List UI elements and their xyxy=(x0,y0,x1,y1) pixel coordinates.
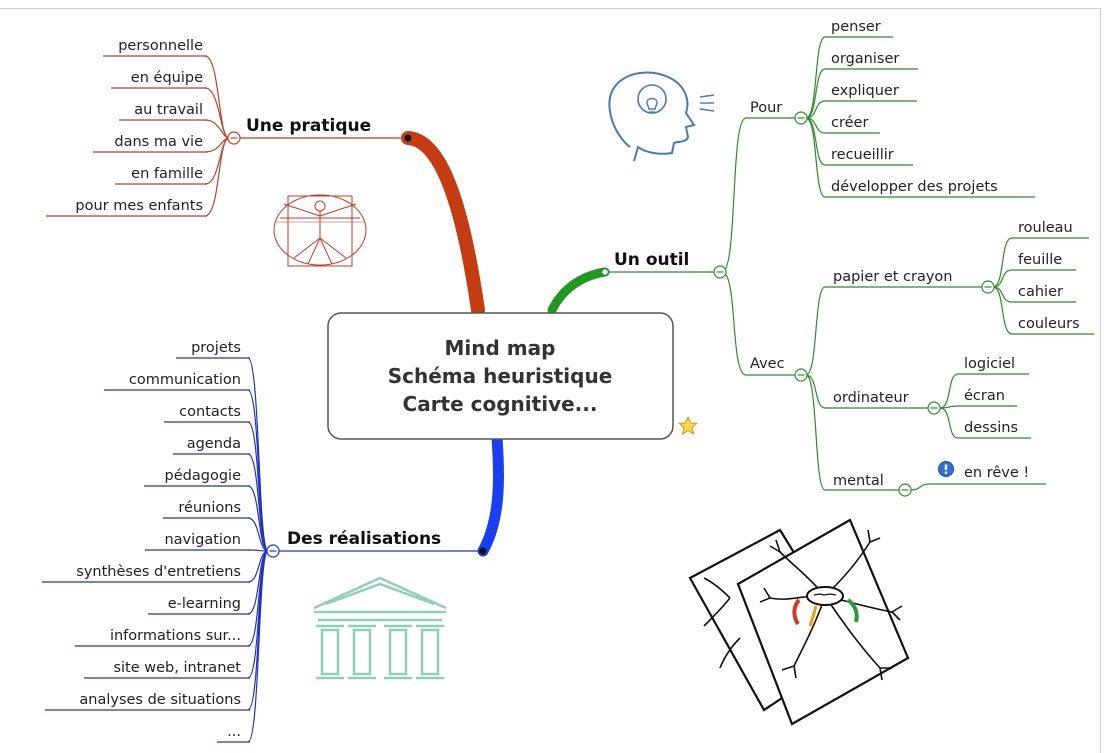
list-item[interactable]: rouleau xyxy=(1018,220,1073,236)
collapse-toggle-outil[interactable] xyxy=(713,265,727,279)
list-item[interactable]: en équipe xyxy=(131,70,203,86)
mindmap-papers-icon xyxy=(688,518,910,726)
list-item[interactable]: organiser xyxy=(831,51,899,67)
vitruvian-man-icon xyxy=(273,194,367,267)
list-item[interactable]: site web, intranet xyxy=(113,660,241,676)
collapse-toggle-pratique[interactable] xyxy=(227,131,241,145)
branch-label-pratique[interactable]: Une pratique xyxy=(246,116,371,136)
list-item[interactable]: créer xyxy=(831,115,868,131)
central-line-1: Mind map xyxy=(445,336,556,360)
list-item[interactable]: dans ma vie xyxy=(114,134,203,150)
list-item[interactable]: agenda xyxy=(187,436,241,452)
branch-connector-realisations xyxy=(477,432,505,557)
list-item[interactable]: pour mes enfants xyxy=(75,198,203,214)
branch-outil: Un outil Pour penser organ xyxy=(601,19,1094,497)
list-item[interactable]: navigation xyxy=(164,532,241,548)
collapse-toggle-ordinateur[interactable] xyxy=(927,401,941,415)
list-item[interactable]: pédagogie xyxy=(165,468,242,484)
list-item[interactable]: ... xyxy=(227,724,241,740)
note-en-reve[interactable]: en rêve ! xyxy=(964,465,1029,481)
temple-icon xyxy=(313,576,447,680)
list-item[interactable]: au travail xyxy=(134,102,203,118)
list-item[interactable]: communication xyxy=(129,372,241,388)
branch-anchor-dot xyxy=(404,134,412,142)
branch-anchor-dot xyxy=(479,547,487,555)
list-item[interactable]: recueillir xyxy=(831,147,894,163)
collapse-toggle-avec[interactable] xyxy=(794,368,808,382)
star-icon xyxy=(677,415,699,436)
branch-realisations: Des réalisations xyxy=(42,340,487,743)
list-item[interactable]: e-learning xyxy=(168,596,241,612)
branch-anchor-dot xyxy=(601,268,609,276)
central-line-2: Schéma heuristique xyxy=(388,364,613,388)
subtopic-papier[interactable]: papier et crayon xyxy=(833,269,953,285)
branch-pratique: Une pratique personnelle en équipe au tr… xyxy=(46,38,412,217)
subtopic-mental[interactable]: mental xyxy=(833,473,884,489)
info-icon xyxy=(938,461,954,477)
central-topic[interactable]: Mind map Schéma heuristique Carte cognit… xyxy=(327,312,674,440)
list-item[interactable]: en famille xyxy=(131,166,203,182)
list-item[interactable]: cahier xyxy=(1018,284,1063,300)
collapse-toggle-pour[interactable] xyxy=(794,111,808,125)
list-item[interactable]: informations sur... xyxy=(110,628,241,644)
list-item[interactable]: penser xyxy=(831,19,881,35)
list-item[interactable]: personnelle xyxy=(118,38,203,54)
subtopic-ordinateur[interactable]: ordinateur xyxy=(833,390,909,406)
collapse-toggle-realisations[interactable] xyxy=(266,544,280,558)
branch-label-outil[interactable]: Un outil xyxy=(614,250,689,270)
list-item[interactable]: couleurs xyxy=(1018,316,1080,332)
head-lightbulb-icon xyxy=(608,71,715,162)
branch-connector-pratique xyxy=(401,131,485,317)
branch-connector-outil xyxy=(547,267,610,315)
collapse-toggle-papier[interactable] xyxy=(981,280,995,294)
canvas-frame xyxy=(0,8,1101,753)
list-item[interactable]: contacts xyxy=(179,404,241,420)
collapse-toggle-mental[interactable] xyxy=(898,483,912,497)
central-line-3: Carte cognitive... xyxy=(403,392,598,416)
list-item[interactable]: logiciel xyxy=(964,356,1015,372)
list-item[interactable]: réunions xyxy=(178,500,241,516)
list-item[interactable]: dessins xyxy=(964,420,1018,436)
list-item[interactable]: écran xyxy=(964,388,1005,404)
list-item[interactable]: projets xyxy=(191,340,241,356)
subtopic-pour[interactable]: Pour xyxy=(750,100,782,116)
list-item[interactable]: feuille xyxy=(1018,252,1062,268)
list-item[interactable]: analyses de situations xyxy=(79,692,241,708)
branch-label-realisations[interactable]: Des réalisations xyxy=(287,529,441,549)
list-item[interactable]: développer des projets xyxy=(831,179,998,195)
subtopic-avec[interactable]: Avec xyxy=(750,356,785,372)
list-item[interactable]: synthèses d'entretiens xyxy=(76,564,241,580)
list-item[interactable]: expliquer xyxy=(831,83,899,99)
